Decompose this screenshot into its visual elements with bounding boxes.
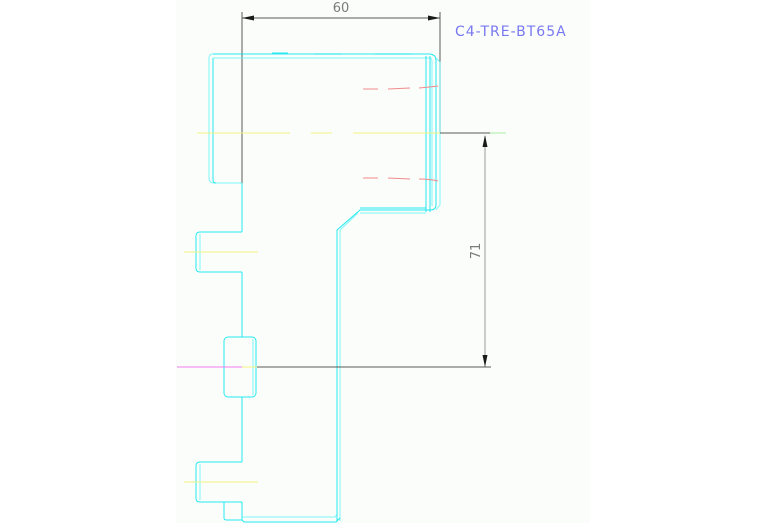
bolt-boss-lower [184, 461, 258, 521]
dimension-71-text: 71 [469, 243, 484, 260]
dimension-60-text: 60 [333, 1, 350, 16]
part-spine [241, 183, 341, 523]
part-upper-body [208, 52, 441, 521]
part-label: C4-TRE-BT65A [455, 24, 567, 40]
hidden-lines [363, 85, 439, 182]
bolt-boss-upper [184, 231, 258, 273]
dimension-horizontal: 60 [241, 1, 441, 183]
dimension-vertical: 71 [469, 135, 488, 367]
drawing-canvas[interactable] [176, 0, 590, 523]
